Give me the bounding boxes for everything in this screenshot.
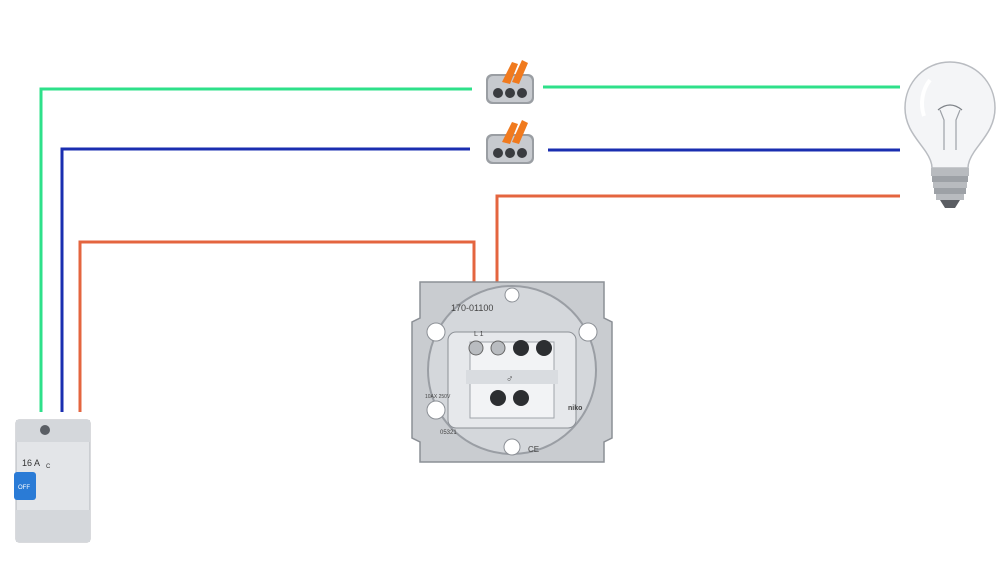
lever-connector-top — [486, 60, 534, 104]
lever-connector-bottom — [486, 120, 534, 164]
terminal-l — [468, 340, 484, 356]
breaker-toggle[interactable] — [14, 472, 36, 500]
switch-rating: 10AX 250V — [425, 394, 451, 400]
circuit-breaker: 16 A C OFF — [14, 419, 91, 543]
breaker-toggle-label: OFF — [18, 485, 30, 491]
terminal-1 — [490, 340, 506, 356]
switch-code: 05321 — [440, 430, 457, 436]
earth-wire-left — [39, 87, 472, 412]
switch-mechanism: ♂ 170-01100 L 1 10AX 250V 05321 niko CE — [411, 281, 613, 463]
svg-text:♂: ♂ — [506, 374, 514, 385]
switch-terminal-label: L 1 — [474, 331, 484, 338]
switch-brand: niko — [568, 405, 582, 412]
neutral-wire-left — [60, 147, 470, 412]
switch-part-number: 170-01100 — [451, 303, 493, 313]
light-bulb — [904, 61, 996, 208]
breaker-curve: C — [46, 464, 51, 470]
breaker-rating: 16 A — [22, 458, 40, 468]
switch-ce-mark: CE — [528, 445, 539, 454]
